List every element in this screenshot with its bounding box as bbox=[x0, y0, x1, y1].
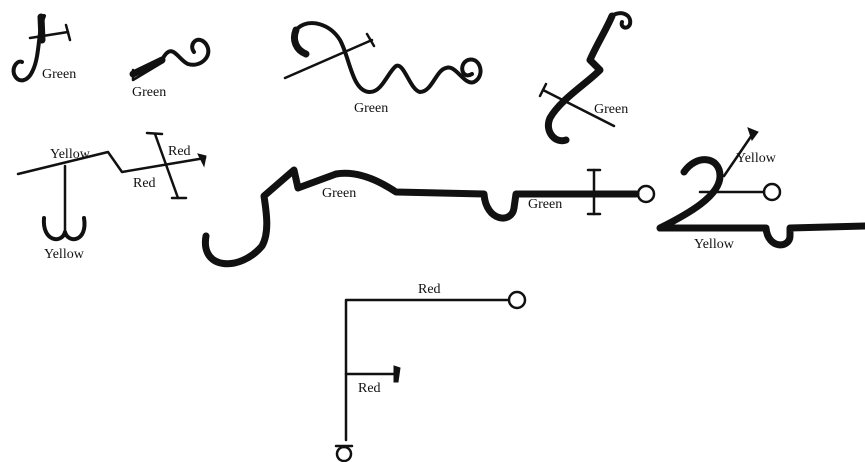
sigil5-red-diag: Red bbox=[168, 144, 191, 159]
sigil3-label: Green bbox=[354, 101, 388, 116]
sigil-7: Yellow Yellow bbox=[660, 128, 865, 252]
sigil-1: Green bbox=[14, 16, 77, 82]
sigil8-red-top: Red bbox=[418, 282, 441, 297]
sigil-8: Red Red bbox=[336, 282, 525, 461]
sigil8-red-mid: Red bbox=[358, 381, 381, 396]
sigil-5: Yellow Red Red Yellow bbox=[18, 133, 206, 262]
sigil-3: Green bbox=[285, 23, 481, 116]
sigil1-label: Green bbox=[42, 67, 76, 82]
sigil6-green-left: Green bbox=[322, 186, 356, 201]
sigil5-red-bar: Red bbox=[133, 176, 156, 191]
sigil4-label: Green bbox=[594, 102, 628, 117]
sigil7-yellow-top: Yellow bbox=[736, 151, 777, 166]
sigil6-green-right: Green bbox=[528, 197, 562, 212]
sigil-4: Green bbox=[540, 13, 630, 141]
sigil-2: Green bbox=[132, 40, 208, 100]
sigil5-yellow-top: Yellow bbox=[50, 147, 91, 162]
sigil7-yellow-bottom: Yellow bbox=[694, 237, 735, 252]
sigil5-yellow-bottom: Yellow bbox=[44, 247, 85, 262]
sigil2-label: Green bbox=[132, 85, 166, 100]
sigil-6: Green Green bbox=[205, 170, 654, 264]
